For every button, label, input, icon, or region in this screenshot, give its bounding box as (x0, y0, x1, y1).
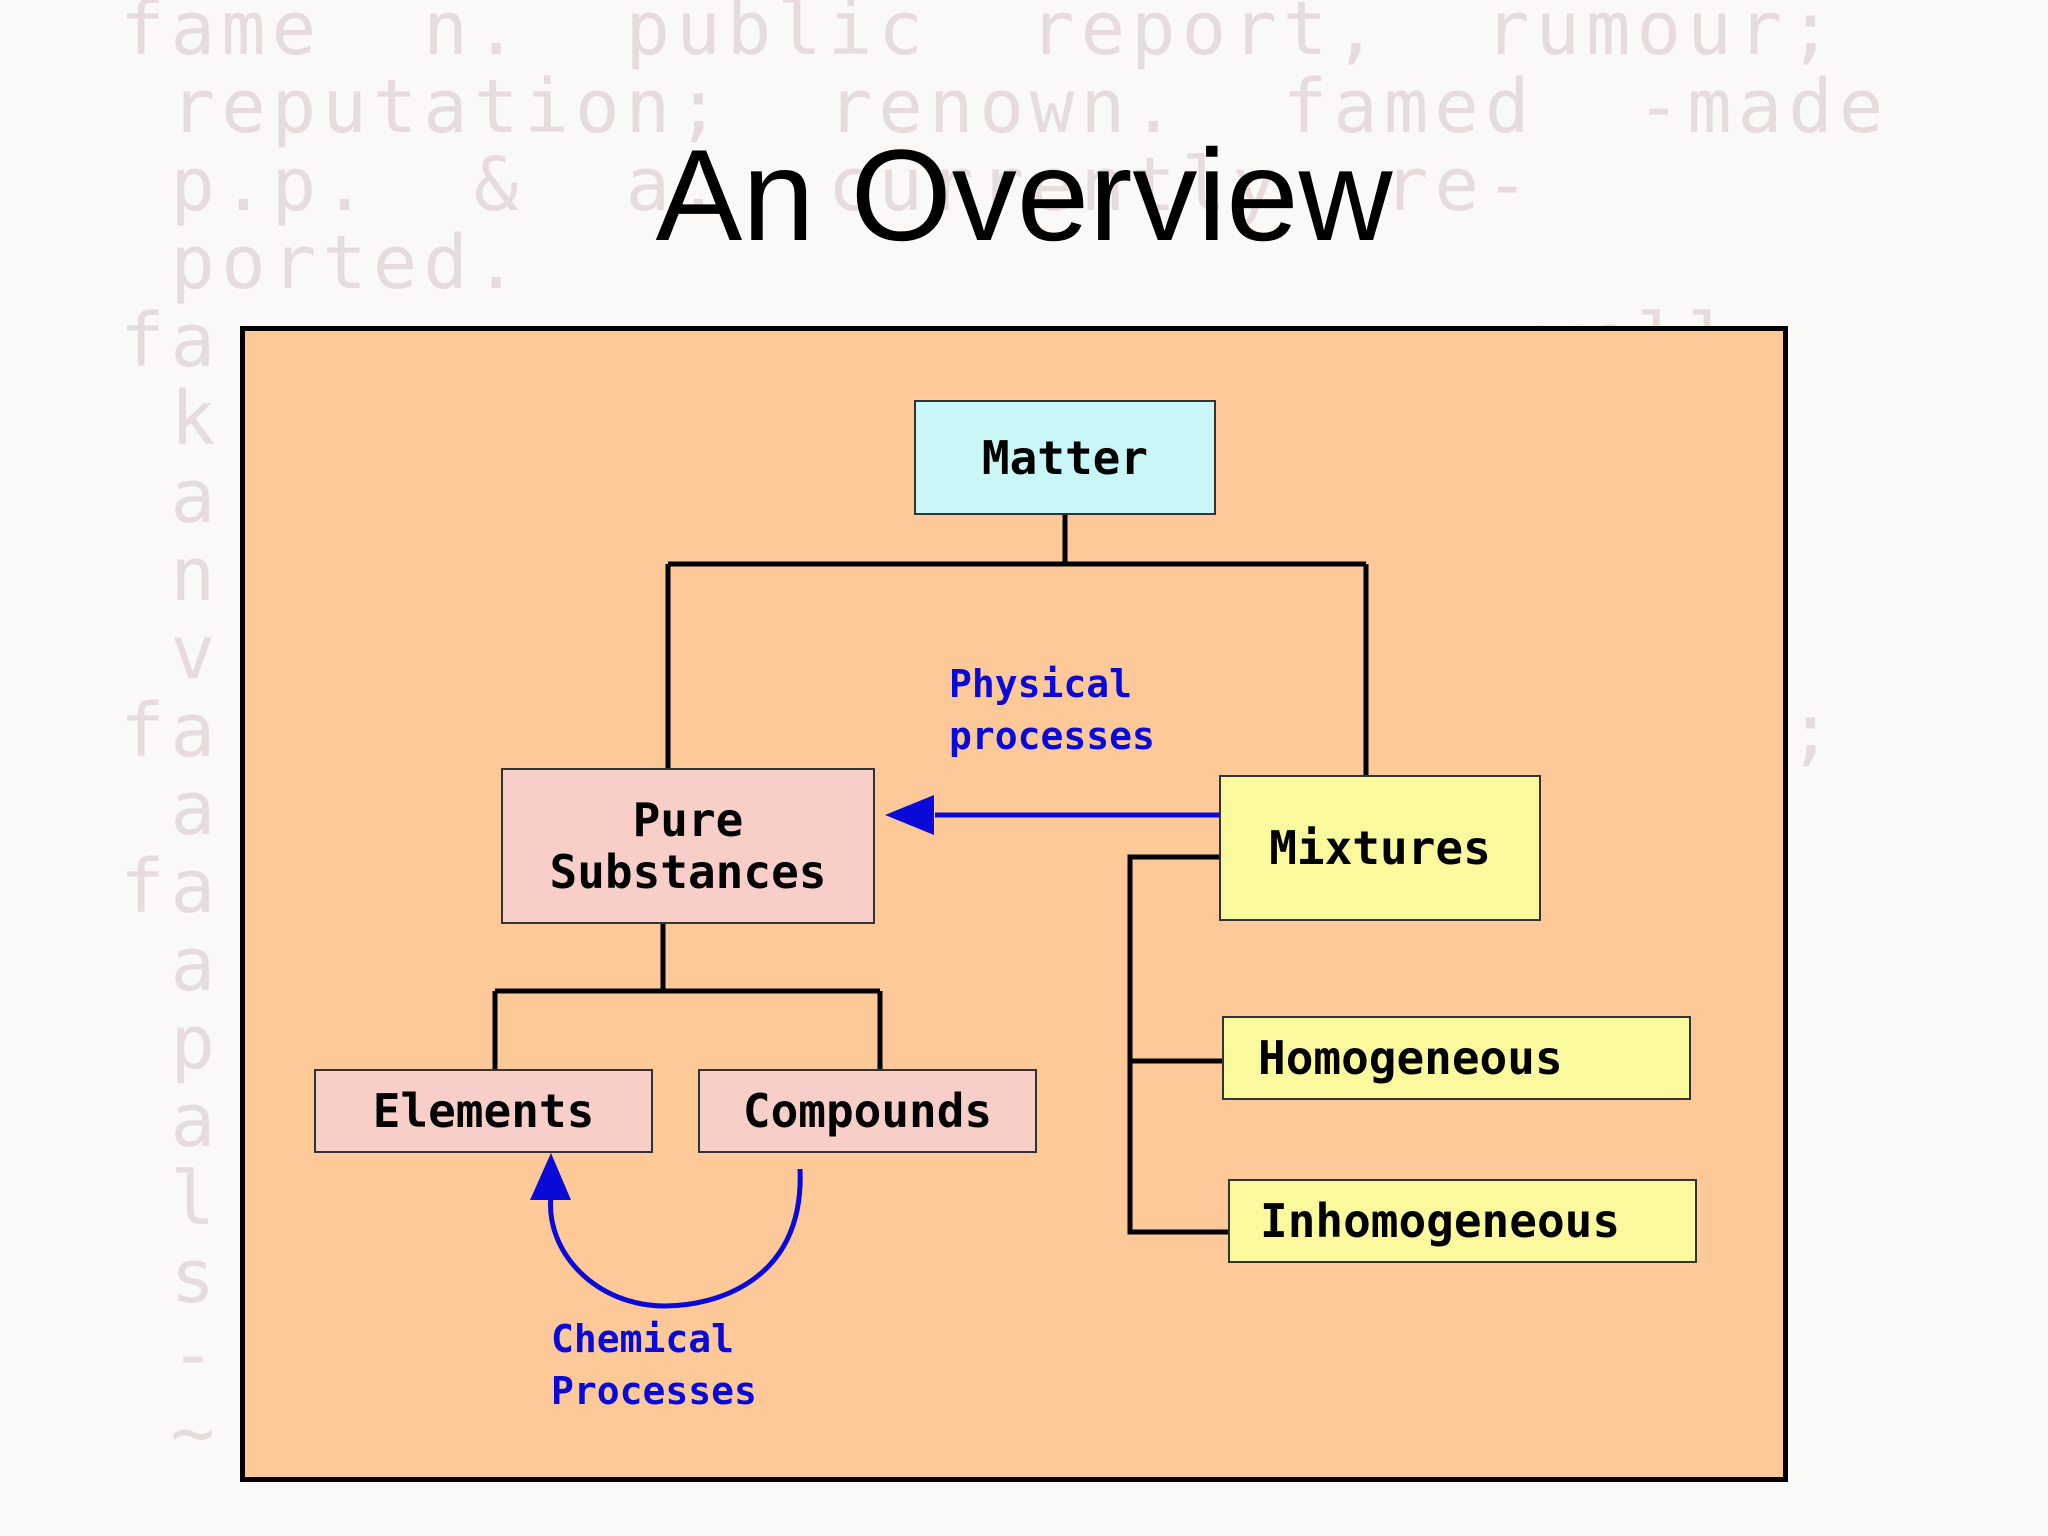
chemical-processes-label: Chemical Processes (551, 1313, 757, 1417)
pure-substances-branch-line (492, 924, 883, 1069)
mixtures-box: Mixtures (1219, 775, 1541, 921)
homogeneous-label: Homogeneous (1258, 1031, 1563, 1085)
physical-label-line1: Physical (949, 662, 1133, 706)
chemical-process-arrow (548, 1168, 803, 1309)
pure-substances-box: Pure Substances (501, 768, 875, 924)
pure-substances-label-line1: Pure (632, 793, 744, 847)
elements-label: Elements (372, 1084, 595, 1138)
diagram-panel: Matter Pure Substances Mixtures Elements… (240, 326, 1788, 1482)
chemical-label-line1: Chemical (551, 1317, 735, 1361)
slide-title: An Overview (655, 122, 1393, 268)
chemical-label-line2: Processes (551, 1369, 757, 1413)
mixtures-label: Mixtures (1269, 821, 1491, 875)
compounds-box: Compounds (698, 1069, 1037, 1153)
pure-substances-label-line2: Substances (549, 845, 827, 899)
inhomogeneous-box: Inhomogeneous (1228, 1179, 1697, 1263)
compounds-label: Compounds (742, 1084, 993, 1138)
matter-branch-line (665, 515, 1369, 775)
elements-box: Elements (314, 1069, 653, 1153)
pure-substances-label: Pure Substances (550, 794, 827, 898)
physical-arrowhead (885, 795, 934, 835)
inhomogeneous-label: Inhomogeneous (1260, 1194, 1621, 1248)
matter-label: Matter (981, 430, 1149, 485)
physical-label-line2: processes (949, 714, 1155, 758)
connector-lines (492, 515, 1369, 1309)
matter-box: Matter (914, 400, 1216, 515)
mixtures-branch-line (1127, 854, 1228, 1235)
homogeneous-box: Homogeneous (1222, 1016, 1691, 1100)
physical-processes-label: Physical processes (949, 658, 1155, 762)
chemical-arrowhead (530, 1153, 571, 1200)
